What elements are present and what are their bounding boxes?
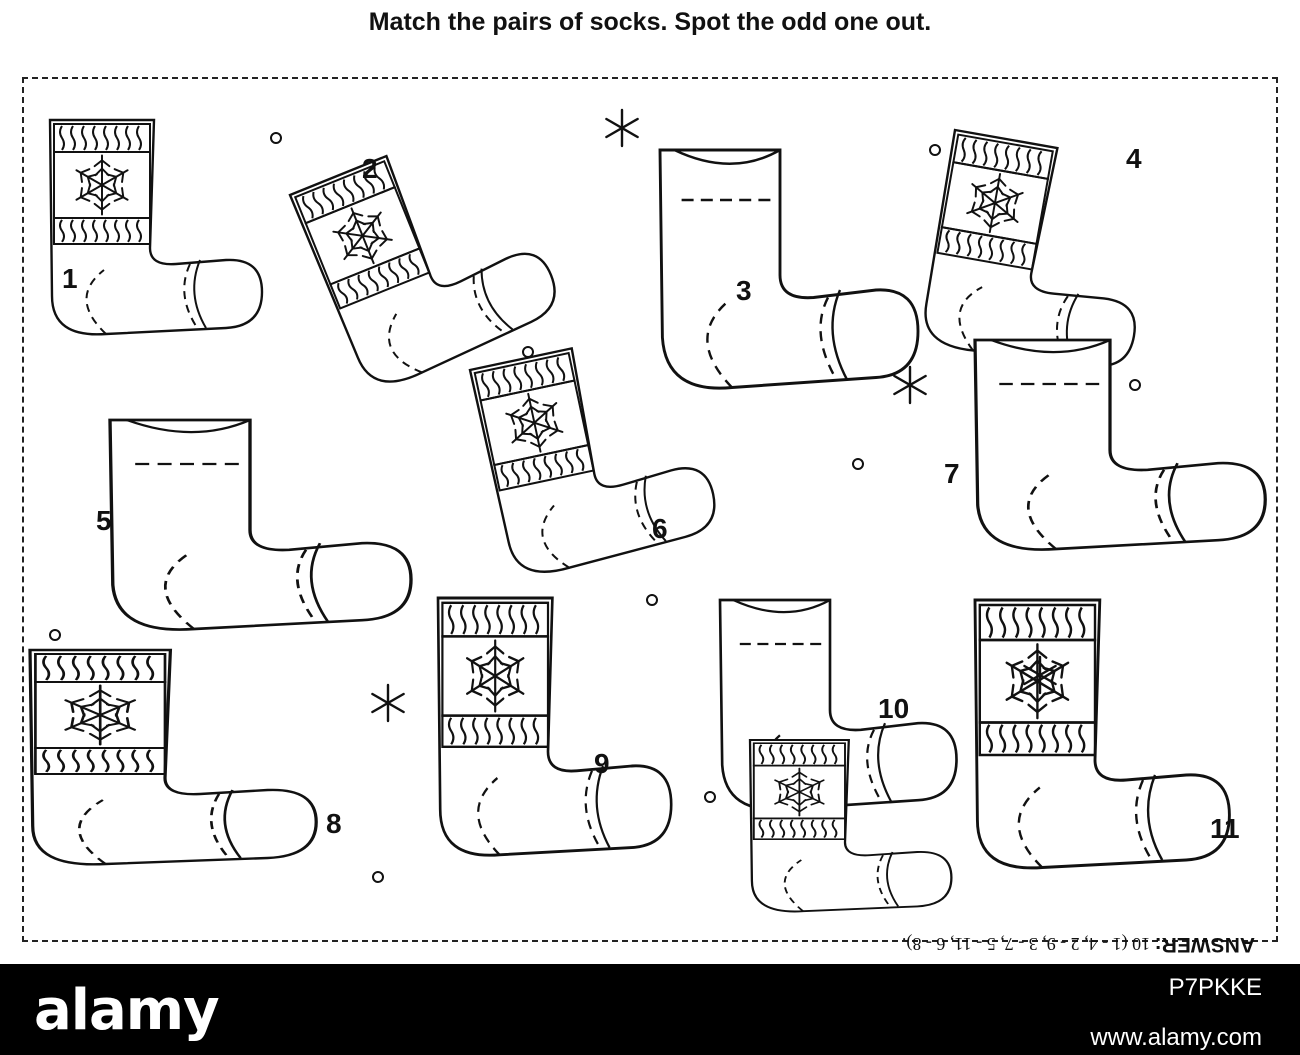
sock-8-number: 8 [326,808,342,839]
sock-9-number: 9 [594,748,610,779]
sock-5-number: 5 [96,505,112,536]
sock-4-number: 4 [1126,143,1142,174]
stock-footer: alamy P7PKKE www.alamy.com [0,964,1300,1055]
sock-9 [438,598,671,855]
sock-1 [50,120,262,334]
puzzle-frame [22,77,1278,942]
image-id: P7PKKE [1168,974,1262,1001]
sock-3-number: 3 [736,275,752,306]
sock-7-number: 7 [944,458,960,489]
sock-5 [108,418,413,632]
answer-label: ANSWER: [1154,933,1255,956]
snowflake-icon [605,108,639,148]
answer-value: 10 (1 - 4, 2 - 9, 3 - 7, 5 - 11, 6 - 8). [901,934,1151,954]
sock-7 [973,338,1267,552]
sock-11-number: 11 [1210,813,1240,844]
sock-2 [290,116,567,394]
sock-10-number: 10 [878,693,909,724]
brand-logo: alamy [34,978,220,1043]
site-url: www.alamy.com [1090,1024,1262,1051]
sock-3 [658,148,920,390]
decorative-dots [49,132,1141,883]
sock-2-number: 2 [362,153,378,184]
snowflake-icon [371,683,405,723]
sock-8 [30,650,316,864]
sock-1-number: 1 [62,263,78,294]
puzzle-illustration: 1 2 3 4 5 6 7 8 9 10 11 [0,108,1267,960]
footer-info: P7PKKE www.alamy.com [1090,974,1262,1052]
sock-11 [975,600,1229,868]
answer-text: ANSWER: 10 (1 - 4, 2 - 9, 3 - 7, 5 - 11,… [720,932,1255,956]
sock-10 [718,598,958,911]
puzzle-title: Match the pairs of socks. Spot the odd o… [368,8,932,36]
sock-6-number: 6 [652,513,668,544]
